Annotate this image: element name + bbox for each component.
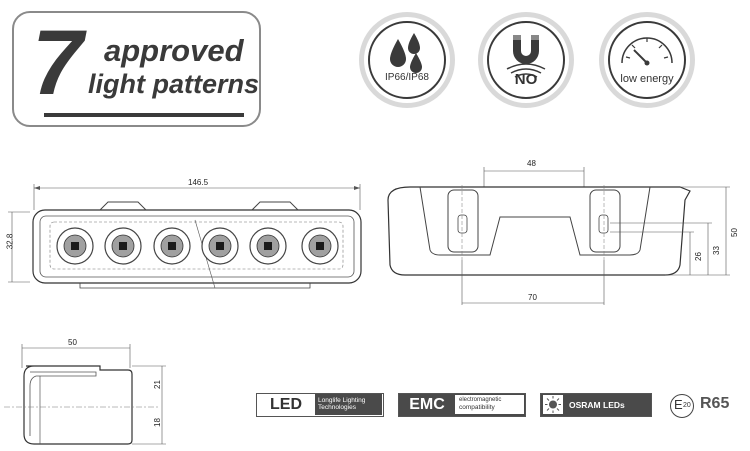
led-logo-sub2: Technologies <box>318 404 356 411</box>
osram-led-icon <box>545 396 561 413</box>
led-module <box>104 227 142 265</box>
no-magnet-badge: NO <box>478 12 574 108</box>
r65-mark: R65 <box>700 395 730 412</box>
e-mark-number: 20 <box>683 402 691 409</box>
top-view-drawing <box>387 167 730 305</box>
low-energy-badge: low energy <box>599 12 695 108</box>
badge-line2: light patterns <box>88 69 260 99</box>
front-width-label: 146.5 <box>188 178 209 187</box>
side-21-label: 21 <box>152 380 162 389</box>
height-50-label: 50 <box>729 228 739 237</box>
side-18-label: 18 <box>152 418 162 427</box>
waterproof-badge: IP66/IP68 <box>359 12 455 108</box>
emc-logo-sub1: electromagnetic <box>459 397 502 403</box>
height-33-label: 33 <box>711 246 721 255</box>
led-module <box>153 227 191 265</box>
water-drops-icon <box>390 33 422 73</box>
gauge-icon <box>621 37 673 66</box>
side-width-label: 50 <box>68 338 77 347</box>
led-module <box>201 227 239 265</box>
height-26-label: 26 <box>693 252 703 261</box>
gauge-label: low energy <box>620 73 674 85</box>
led-logo-main: LED <box>270 395 302 413</box>
osram-logo-main: OSRAM LEDs <box>569 399 625 410</box>
led-module <box>56 227 94 265</box>
osram-logo: OSRAM LEDs <box>540 393 652 417</box>
magnet-label: NO <box>514 71 538 88</box>
e-mark-circle: E 20 <box>670 394 694 418</box>
badge-underline <box>44 113 244 117</box>
led-logo: LED Longlife Lighting Technologies <box>256 393 384 417</box>
top-width-label: 48 <box>527 159 536 168</box>
emc-logo-main: EMC <box>409 395 445 413</box>
led-logo-sub1: Longlife Lighting <box>318 397 366 404</box>
emc-logo: EMC electromagnetic compatibility <box>398 393 526 417</box>
side-view-drawing <box>4 344 166 445</box>
led-module <box>301 227 339 265</box>
bottom-width-label: 70 <box>528 293 537 302</box>
approved-patterns-badge: 7 approved light patterns <box>12 11 261 127</box>
waterproof-label: IP66/IP68 <box>385 72 429 83</box>
badge-line1: approved <box>104 33 244 68</box>
led-module <box>249 227 287 265</box>
emc-logo-sub2: compatibility <box>459 404 495 411</box>
badge-number: 7 <box>32 12 84 114</box>
e-mark-letter: E <box>674 397 683 412</box>
magnet-icon <box>506 35 546 78</box>
front-height-label: 32.8 <box>5 233 15 250</box>
led-row <box>56 227 339 265</box>
